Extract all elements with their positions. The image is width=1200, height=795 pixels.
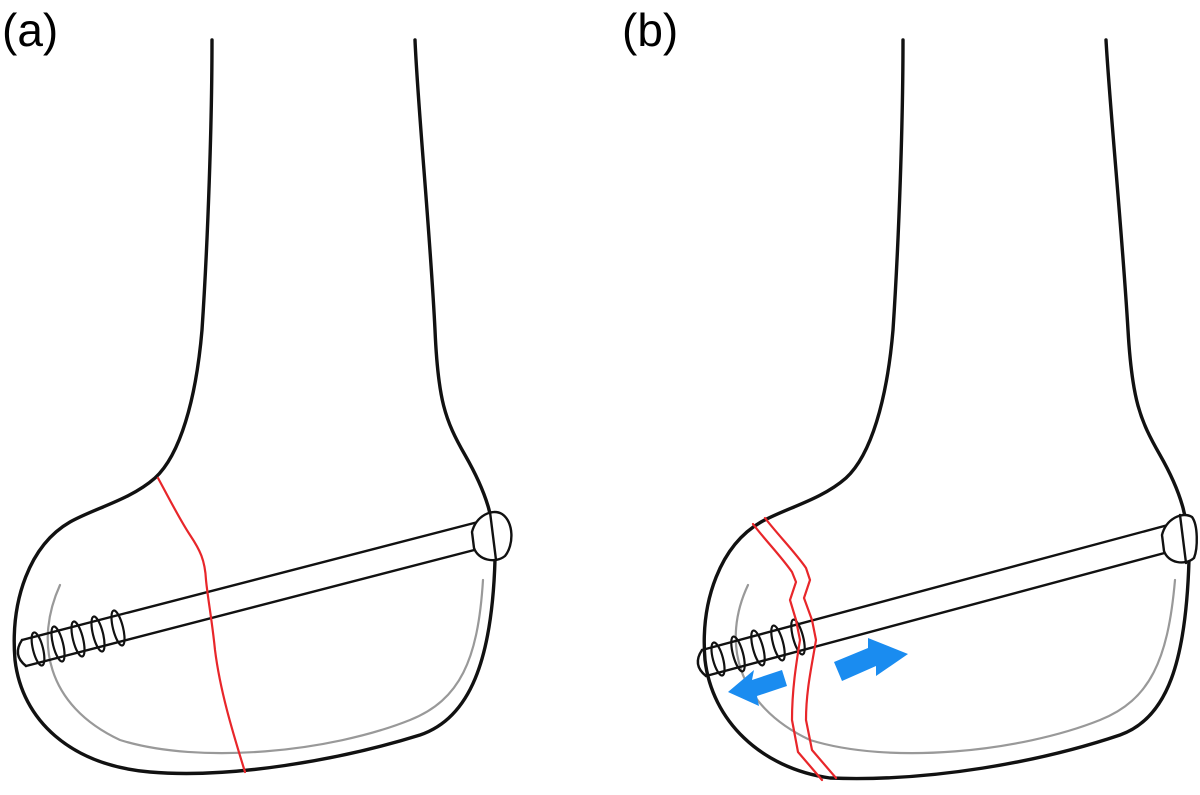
- panel-b-screw-head-rim: [1178, 513, 1188, 565]
- panel-b-arrow-right: [834, 638, 908, 681]
- panel-b-arrow-left: [728, 670, 787, 706]
- panel-b-screw: [696, 513, 1198, 678]
- panel-a-screw-head: [470, 510, 513, 562]
- panel-b-screw-tip: [696, 648, 708, 678]
- panel-b-fracture-line-left: [751, 522, 824, 782]
- panel-a-screw-head-rim: [488, 510, 498, 562]
- panel-a-bone-outline: [12, 38, 497, 776]
- panel-b-fracture-gap: [751, 516, 838, 782]
- panel-a-screw: [16, 510, 513, 668]
- panel-b-label: (b): [622, 4, 678, 56]
- panel-a: (a): [2, 4, 513, 776]
- panel-b-bone-outline: [702, 38, 1191, 781]
- panel-a-label: (a): [2, 4, 58, 56]
- panel-a-fracture-line: [156, 476, 247, 774]
- panel-b-screw-head: [1160, 513, 1198, 564]
- panel-b: (b): [622, 4, 1198, 782]
- panel-a-screw-tip: [16, 638, 28, 668]
- panel-b-fracture-line-right: [763, 516, 838, 780]
- panel-a-screw-threads: [30, 609, 126, 667]
- panel-b-inner-cortex: [734, 578, 1177, 755]
- panel-b-screw-threads: [710, 618, 806, 677]
- panel-b-screw-shaft-top: [700, 523, 1170, 652]
- panel-b-screw-shaft-bottom: [704, 549, 1174, 678]
- panel-a-inner-cortex: [46, 578, 485, 755]
- panel-a-screw-shaft-bottom: [24, 546, 484, 668]
